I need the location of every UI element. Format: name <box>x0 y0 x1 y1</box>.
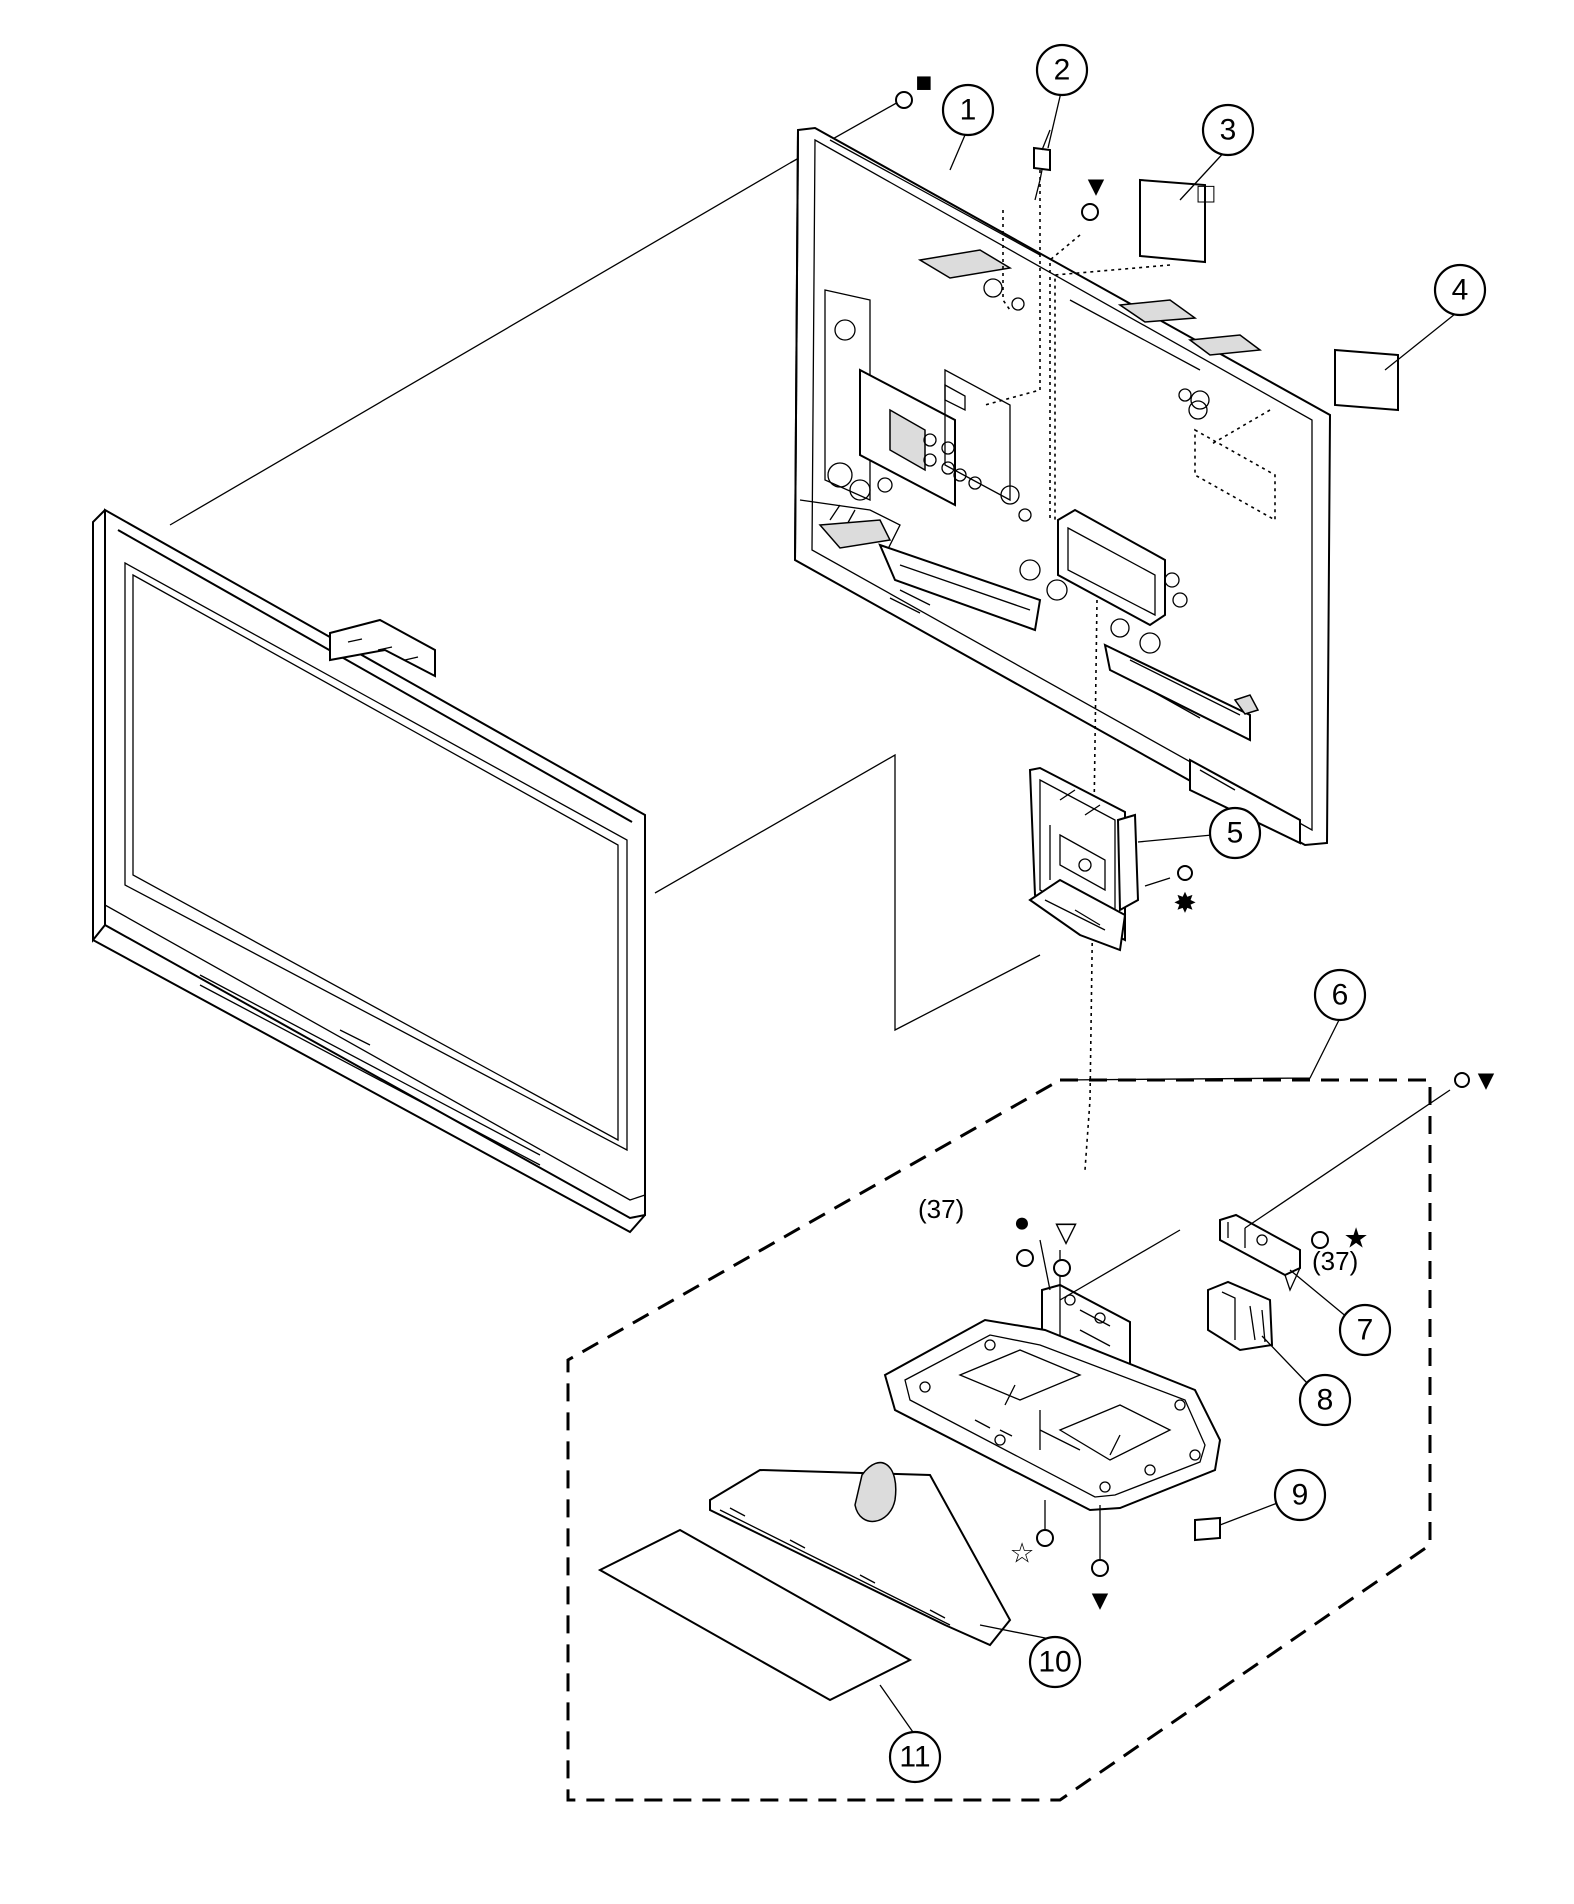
balloon-4: 4 <box>1433 263 1487 317</box>
svg-text:6: 6 <box>1332 979 1349 1012</box>
item-7-bracket <box>1059 1089 1451 1301</box>
item-5-bracket-assembly <box>1028 766 1140 952</box>
reference-37-left: (37) <box>918 1194 964 1224</box>
svg-text:7: 7 <box>1357 1314 1374 1347</box>
open-triangle-symbol: ▽ <box>1055 1217 1077 1248</box>
filled-triangle-symbol-stand-top: ▼ <box>1472 1065 1500 1096</box>
svg-text:3: 3 <box>1220 114 1237 147</box>
filled-circle-symbol: ● <box>1014 1207 1031 1238</box>
stand-screws <box>895 91 1470 1577</box>
front-panel-bezel <box>92 508 646 1234</box>
svg-text:9: 9 <box>1292 1479 1309 1512</box>
balloon-9: 9 <box>1273 1468 1327 1522</box>
item-3-label-sheet <box>1139 178 1206 264</box>
item-7-screw <box>1311 1231 1329 1249</box>
svg-text:4: 4 <box>1452 274 1469 307</box>
balloon-2: 2 <box>1035 43 1089 97</box>
item-8-cover <box>1207 1280 1274 1352</box>
svg-text:5: 5 <box>1227 817 1244 850</box>
item-10-stand-cover <box>709 1462 1012 1647</box>
filled-star-symbol: ★ <box>1343 1223 1368 1254</box>
stand-base-plate <box>883 1318 1222 1512</box>
item-11-sheet <box>597 1528 913 1702</box>
balloon-1: 1 <box>941 83 995 137</box>
item-4-label-sheet <box>1334 348 1399 412</box>
filled-triangle-symbol-bottom: ▼ <box>1086 1585 1114 1616</box>
balloon-3: 3 <box>1201 103 1255 157</box>
open-square-symbol: □ <box>1198 178 1215 209</box>
balloon-7: 7 <box>1338 1303 1392 1357</box>
svg-text:2: 2 <box>1054 54 1071 87</box>
balloon-11: 11 <box>888 1730 942 1784</box>
filled-square-symbol: ■ <box>916 67 933 98</box>
burst-symbol: ✸ <box>1173 888 1196 919</box>
item-6-stand-group-boundary <box>566 1078 1432 1802</box>
reference-37-right: (37) <box>1312 1246 1358 1276</box>
rear-cabinet <box>793 126 1332 847</box>
svg-text:1: 1 <box>960 94 977 127</box>
filled-triangle-symbol-top: ▼ <box>1082 171 1110 202</box>
open-star-symbol: ☆ <box>1009 1538 1034 1569</box>
balloon-6: 6 <box>1313 968 1367 1022</box>
balloon-5: 5 <box>1208 806 1262 860</box>
balloon-10: 10 <box>1028 1635 1082 1689</box>
svg-text:10: 10 <box>1038 1646 1071 1679</box>
dotted-leaders <box>984 170 1271 1171</box>
item-9-label <box>1194 1516 1221 1542</box>
item-2-bracket <box>1033 129 1051 201</box>
svg-text:11: 11 <box>899 1741 930 1774</box>
balloon-8: 8 <box>1298 1373 1352 1427</box>
svg-text:8: 8 <box>1317 1384 1334 1417</box>
item-5-screw <box>1144 865 1193 887</box>
balloon-leaders <box>879 87 1461 1736</box>
